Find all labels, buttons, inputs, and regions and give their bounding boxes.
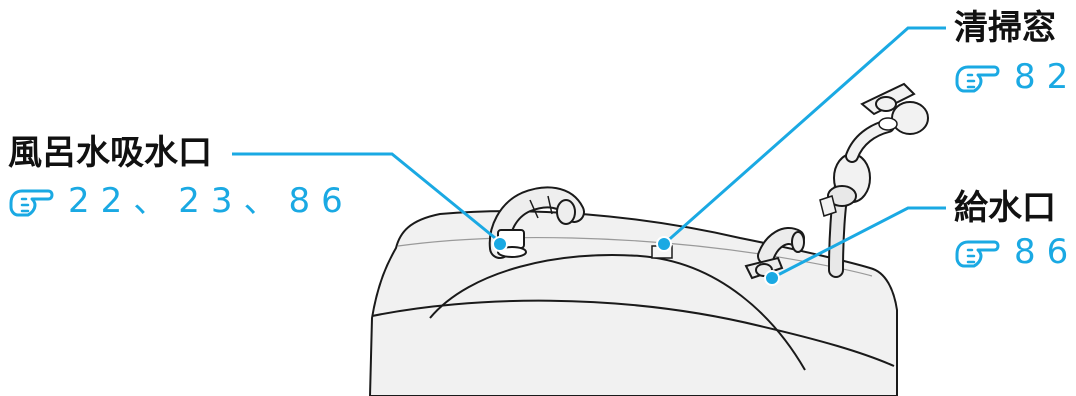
water-inlet-label: 給水口 — [954, 188, 1056, 228]
leader-bath-intake — [232, 152, 501, 244]
bath-intake-label: 風呂水吸水口 — [8, 133, 212, 173]
pointing-hand-icon — [9, 189, 54, 217]
leader-dot-bath-intake — [492, 236, 508, 252]
bath-intake-page-ref: 22、23、86 — [8, 181, 354, 221]
bath-intake-fitting — [488, 186, 585, 259]
cleaning-window-pages: 82 — [1014, 57, 1076, 97]
faucet-assembly — [819, 82, 929, 278]
leader-water-inlet — [771, 206, 946, 280]
leader-dots — [492, 236, 780, 286]
leader-dot-cleaning-window — [656, 236, 672, 252]
washing-machine-top — [368, 210, 898, 396]
leader-lines — [232, 26, 946, 280]
lid-front-edge — [371, 299, 895, 367]
lid-arc — [429, 253, 806, 371]
water-inlet-page-ref: 86 — [954, 232, 1076, 272]
pointing-hand-icon — [955, 65, 1000, 93]
cleaning-window-page-ref: 82 — [954, 57, 1076, 97]
bath-intake-pages: 22、23、86 — [68, 181, 354, 221]
leader-cleaning-window — [663, 26, 946, 246]
cleaning-window-label: 清掃窓 — [954, 8, 1056, 48]
pointing-hand-icon — [955, 240, 1000, 268]
water-inlet-pages: 86 — [1014, 232, 1076, 272]
leader-dot-water-inlet — [764, 270, 780, 286]
water-inlet-fitting — [744, 227, 805, 280]
machine-body — [368, 210, 898, 396]
